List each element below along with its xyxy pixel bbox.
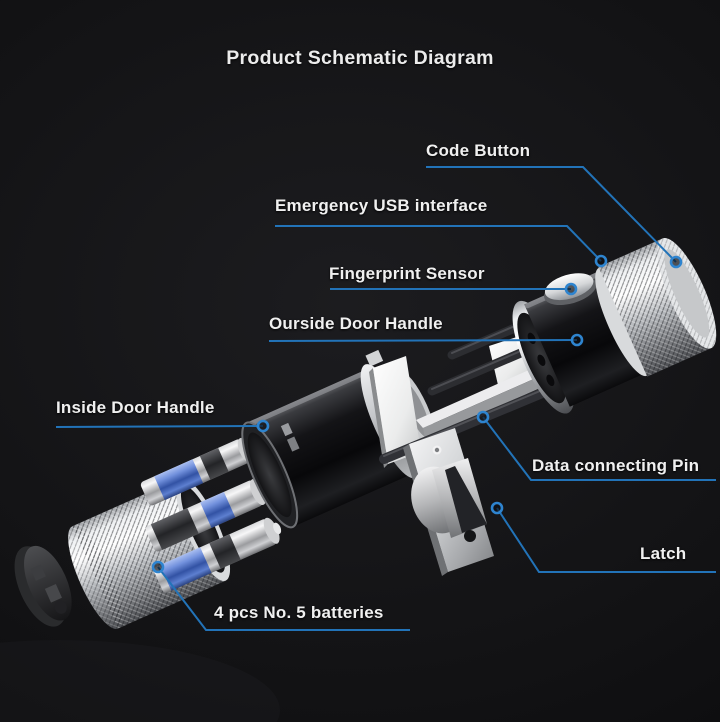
leader-data-connecting-pin — [482, 416, 716, 481]
marker-data-connecting-pin — [476, 410, 490, 424]
page-title: Product Schematic Diagram — [226, 47, 494, 69]
outside-handle-ring — [512, 300, 575, 414]
label-emergency-usb-interface: Emergency USB interface — [275, 196, 488, 215]
model-label-mark — [280, 422, 293, 437]
leader-outside-door-handle — [268, 339, 578, 342]
leader-batteries — [157, 566, 410, 631]
label-inside-door-handle: Inside Door Handle — [56, 398, 215, 417]
mounting-plate — [369, 356, 421, 468]
leader-code-button — [426, 166, 677, 263]
square-spindle — [416, 358, 565, 439]
battery-cover-end-disc — [14, 545, 72, 627]
marker-fingerprint-sensor — [564, 282, 578, 296]
outside-handle — [512, 238, 717, 414]
label-data-connecting-pin: Data connecting Pin — [532, 456, 700, 475]
marker-inside-door-handle — [256, 419, 270, 433]
leader-inside-door-handle — [55, 425, 264, 428]
marker-emergency-usb — [594, 254, 608, 268]
aa-batteries — [140, 437, 282, 593]
label-batteries: 4 pcs No. 5 batteries — [214, 603, 384, 622]
marker-latch — [490, 501, 504, 515]
label-fingerprint-sensor: Fingerprint Sensor — [329, 264, 485, 283]
leader-emergency-usb — [275, 225, 602, 262]
leader-markers — [151, 254, 683, 574]
label-latch: Latch — [640, 544, 687, 563]
product-exploded-view — [14, 238, 717, 629]
marker-batteries — [151, 560, 165, 574]
model-label-mark — [286, 436, 300, 452]
floor-glow — [0, 640, 280, 722]
marker-code-button — [669, 255, 683, 269]
label-code-button: Code Button — [426, 141, 531, 160]
label-outside-door-handle: Ourside Door Handle — [269, 314, 443, 333]
marker-outside-door-handle — [570, 333, 584, 347]
battery — [145, 478, 268, 552]
leader-latch — [496, 507, 716, 573]
battery — [153, 517, 282, 593]
latch-assembly — [403, 428, 494, 576]
leader-lines — [55, 166, 716, 631]
